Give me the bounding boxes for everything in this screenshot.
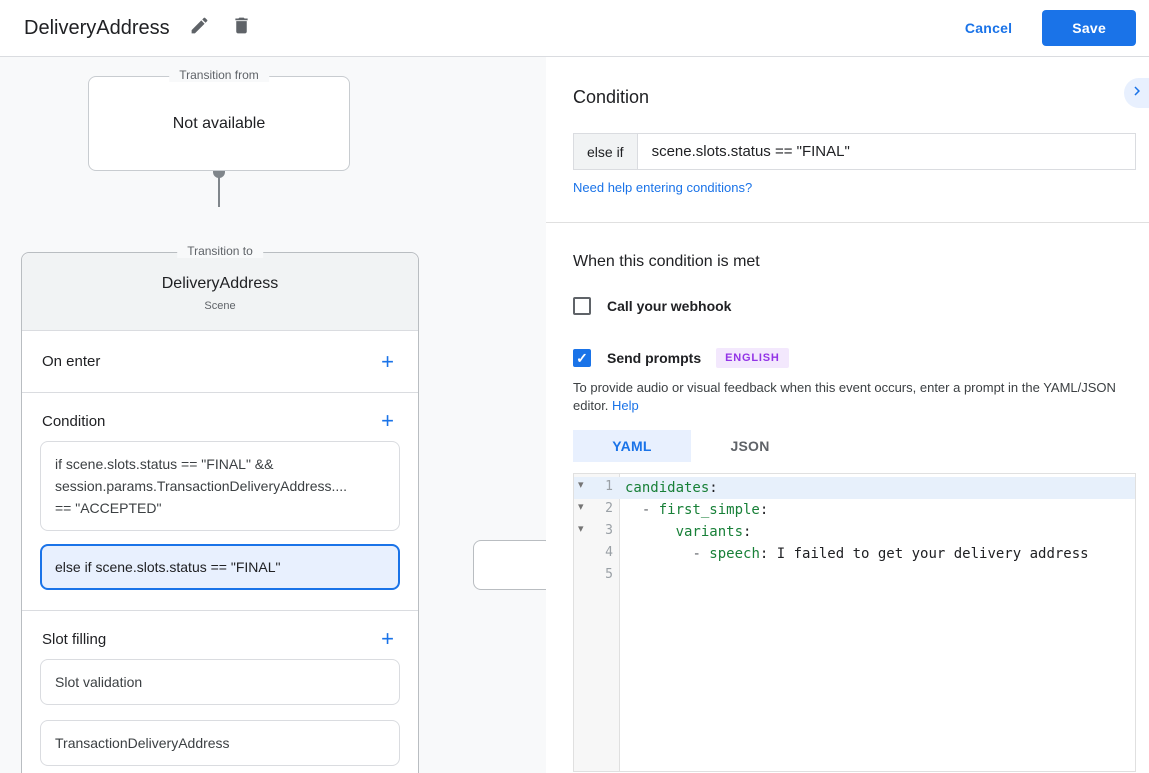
scene-card: Transition to DeliveryAddress Scene On e… — [21, 244, 419, 773]
send-prompts-option-row: ✓ Send prompts ENGLISH — [573, 348, 789, 368]
section-divider — [546, 222, 1149, 223]
fold-arrow-icon[interactable]: ▾ — [578, 501, 584, 513]
editor-format-tabs: YAML JSON — [573, 430, 809, 462]
when-met-heading: When this condition is met — [573, 253, 760, 270]
webhook-label: Call your webhook — [607, 298, 732, 314]
condition-section: Condition + if scene.slots.status == "FI… — [22, 393, 418, 611]
condition-expression-input[interactable] — [637, 134, 1135, 169]
fold-arrow-icon[interactable]: ▾ — [578, 523, 584, 535]
language-badge: ENGLISH — [716, 348, 789, 368]
line-number: 2 — [605, 501, 613, 516]
transition-from-legend: Transition from — [169, 68, 269, 82]
line-number: 1 — [605, 479, 613, 494]
slot-filling-section-label: Slot filling — [42, 630, 107, 648]
editor-line-gutter: ▾2 — [574, 499, 621, 521]
line-number: 5 — [605, 567, 613, 582]
plus-icon[interactable]: + — [381, 408, 394, 433]
editor-line[interactable]: 5 — [574, 565, 1135, 587]
cancel-button[interactable]: Cancel — [964, 20, 1013, 36]
chevron-right-icon — [1128, 82, 1146, 105]
condition-prefix-label: else if — [574, 134, 638, 169]
fold-arrow-icon[interactable]: ▾ — [578, 479, 584, 491]
editor-line-code[interactable]: - first_simple: — [641, 502, 769, 518]
editor-line[interactable]: ▾2 - first_simple: — [574, 499, 1135, 521]
editor-line-gutter: ▾1 — [574, 477, 621, 499]
transition-target-box[interactable] — [473, 540, 546, 590]
on-enter-row[interactable]: On enter + — [22, 331, 418, 393]
plus-icon[interactable]: + — [381, 348, 394, 374]
condition-card-selected[interactable]: else if scene.slots.status == "FINAL" — [40, 544, 400, 590]
editor-line-code[interactable]: - speech: I failed to get your delivery … — [692, 546, 1089, 562]
condition-card-line: else if scene.slots.status == "FINAL" — [55, 559, 281, 575]
tab-yaml[interactable]: YAML — [573, 430, 691, 462]
editor-line-code[interactable]: variants: — [675, 524, 752, 540]
pencil-icon — [189, 15, 210, 41]
scene-type-label: Scene — [204, 300, 236, 312]
help-link[interactable]: Help — [612, 397, 639, 413]
editor-line[interactable]: ▾3 variants: — [574, 521, 1135, 543]
prompt-description: To provide audio or visual feedback when… — [573, 380, 1116, 413]
condition-card-line: == "ACCEPTED" — [55, 500, 162, 516]
editor-line-gutter: 4 — [574, 543, 621, 565]
plus-icon[interactable]: + — [381, 626, 394, 651]
scene-flow-canvas: Transition from Not available Transition… — [0, 57, 546, 773]
condition-heading: Condition — [573, 87, 650, 107]
on-enter-label: On enter — [42, 353, 101, 370]
edit-button[interactable] — [188, 16, 212, 40]
tab-json[interactable]: JSON — [730, 438, 770, 454]
condition-card-line: session.params.TransactionDeliveryAddres… — [55, 478, 348, 494]
editor-line[interactable]: 4 - speech: I failed to get your deliver… — [574, 543, 1135, 565]
page-title: DeliveryAddress — [24, 16, 170, 39]
condition-card-list: if scene.slots.status == "FINAL" && sessi… — [22, 441, 418, 590]
editor-line-gutter: 5 — [574, 565, 621, 587]
collapse-panel-button[interactable] — [1124, 78, 1149, 108]
transition-to-legend: Transition to — [177, 244, 263, 258]
top-bar: DeliveryAddress Cancel Save — [0, 0, 1149, 57]
webhook-checkbox[interactable] — [573, 297, 591, 315]
webhook-option-row: Call your webhook — [573, 297, 731, 315]
slot-card[interactable]: Slot validation — [40, 659, 400, 705]
transition-from-label: Not available — [172, 114, 266, 132]
save-button[interactable]: Save — [1042, 10, 1136, 46]
condition-card[interactable]: if scene.slots.status == "FINAL" && sessi… — [40, 441, 400, 531]
scene-name: DeliveryAddress — [161, 275, 279, 292]
condition-section-label: Condition — [42, 412, 106, 430]
editor-line-gutter: ▾3 — [574, 521, 621, 543]
trash-icon — [231, 15, 252, 41]
delete-button[interactable] — [230, 16, 254, 40]
slot-card[interactable]: TransactionDeliveryAddress — [40, 720, 400, 766]
condition-editor-panel: Condition else if Need help entering con… — [546, 57, 1149, 773]
send-prompts-label: Send prompts — [607, 350, 702, 366]
editor-gutter — [574, 474, 620, 771]
send-prompts-checkbox[interactable]: ✓ — [573, 349, 591, 367]
scene-card-header: DeliveryAddress Scene — [22, 253, 418, 331]
condition-expression-field: else if — [573, 133, 1136, 170]
editor-line-code[interactable]: candidates: — [625, 480, 718, 496]
line-number: 3 — [605, 523, 613, 538]
condition-card-line: if scene.slots.status == "FINAL" && — [55, 456, 274, 472]
line-number: 4 — [605, 545, 613, 560]
transition-from-box[interactable]: Transition from Not available — [88, 68, 350, 171]
conditions-help-link[interactable]: Need help entering conditions? — [573, 180, 753, 195]
